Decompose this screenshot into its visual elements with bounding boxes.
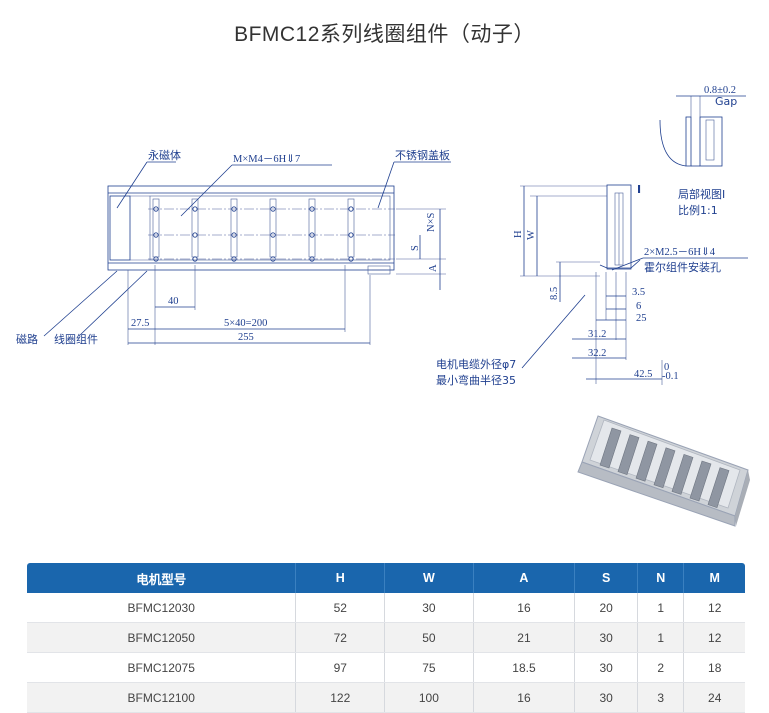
dim-w: W <box>526 230 537 240</box>
table-cell: 30 <box>574 622 639 653</box>
table-cell: 16 <box>473 682 576 713</box>
table-cell: 100 <box>384 682 474 713</box>
page-title: BFMC12系列线圈组件（动子） <box>234 23 535 46</box>
table-header-cell: N <box>637 563 685 593</box>
label-magnetic-path: 磁路 <box>16 333 38 346</box>
detail-view-i <box>659 95 746 167</box>
iso-coil-slot <box>671 454 694 495</box>
table-cell: 30 <box>384 593 474 623</box>
table-cell: 1 <box>637 593 685 623</box>
gap-value: 0.8±0.2 <box>704 85 736 96</box>
table-cell: 1 <box>637 622 685 653</box>
table-cell: BFMC12100 <box>27 682 297 713</box>
table-cell: 16 <box>473 593 576 623</box>
label-partial-view: 局部视图I <box>678 187 725 201</box>
side-view <box>599 184 641 270</box>
table-cell: 50 <box>384 622 474 653</box>
dim-a: A <box>428 264 439 272</box>
tol-lower: -0.1 <box>662 371 679 382</box>
table-cell: 30 <box>574 652 639 683</box>
iso-coil-slot <box>707 467 730 508</box>
iso-coil-slot <box>653 447 676 489</box>
table-cell: 12 <box>683 622 745 653</box>
label-hall-hole: 霍尔组件安装孔 <box>644 260 721 274</box>
table-cell: 12 <box>683 593 745 623</box>
dim-h: H <box>513 230 524 238</box>
table-header-cell: W <box>384 563 474 593</box>
iso-render <box>577 415 750 527</box>
table-cell: 122 <box>295 682 386 713</box>
mount-hole <box>270 256 276 262</box>
label-cable: 电机电缆外径φ7 <box>436 357 516 371</box>
front-view <box>107 185 395 275</box>
label-cover: 不锈钢盖板 <box>395 148 450 162</box>
dim-n-s: N×S <box>426 212 437 232</box>
dim-42-5: 42.5 <box>634 369 652 380</box>
table-header-cell: M <box>683 563 745 593</box>
table-cell: BFMC12030 <box>27 593 297 623</box>
dim-32-2: 32.2 <box>588 348 606 359</box>
tol-upper: 0 <box>664 362 669 373</box>
table-cell: 52 <box>295 593 386 623</box>
table-cell: BFMC12050 <box>27 622 297 653</box>
label-coil-assembly: 线圈组件 <box>54 332 98 346</box>
label-hall-thread: 2×M2.5－6H⇓4 <box>644 247 716 258</box>
iso-coil-slot <box>689 460 712 502</box>
iso-coil-slot <box>635 440 658 482</box>
dim-31-2: 31.2 <box>588 329 606 340</box>
iso-coil-slot <box>599 427 622 469</box>
table-cell: 97 <box>295 652 386 683</box>
table-cell: 75 <box>384 652 474 683</box>
mount-hole <box>270 232 276 238</box>
table-cell: 2 <box>637 652 685 683</box>
dim-6: 6 <box>636 301 641 312</box>
iso-coil-slot <box>617 434 640 475</box>
gap-label: Gap <box>715 95 737 108</box>
dim-255: 255 <box>238 332 254 343</box>
table-cell: 30 <box>574 682 639 713</box>
label-bend: 最小弯曲半径35 <box>436 373 516 387</box>
technical-drawing: 永磁体 M×M4－6H⇓7 不锈钢盖板 N×S S A 40 27.5 5×40… <box>16 85 750 527</box>
label-thread-spec: M×M4－6H⇓7 <box>233 154 300 165</box>
dim-5x40: 5×40=200 <box>224 318 267 329</box>
label-scale: 比例1:1 <box>678 203 718 217</box>
dim-3-5: 3.5 <box>632 287 645 298</box>
dim-s: S <box>410 245 421 251</box>
table-cell: 18 <box>683 652 745 683</box>
table-header-cell: A <box>473 563 576 593</box>
table-cell: 72 <box>295 622 386 653</box>
dim-27-5: 27.5 <box>131 318 149 329</box>
mount-hole <box>270 206 276 212</box>
dim-8-5: 8.5 <box>549 287 560 300</box>
table-cell: 21 <box>473 622 576 653</box>
table-cell: 24 <box>683 682 745 713</box>
table-header-cell: H <box>295 563 386 593</box>
table-cell: 20 <box>574 593 639 623</box>
table-cell: 18.5 <box>473 652 576 683</box>
table-header-cell: 电机型号 <box>27 563 297 593</box>
dim-40: 40 <box>168 296 179 307</box>
table-cell: BFMC12075 <box>27 652 297 683</box>
marker-i: I <box>637 183 641 196</box>
label-magnet: 永磁体 <box>148 148 181 162</box>
dim-25: 25 <box>636 313 647 324</box>
table-header-cell: S <box>574 563 639 593</box>
table-cell: 3 <box>637 682 685 713</box>
